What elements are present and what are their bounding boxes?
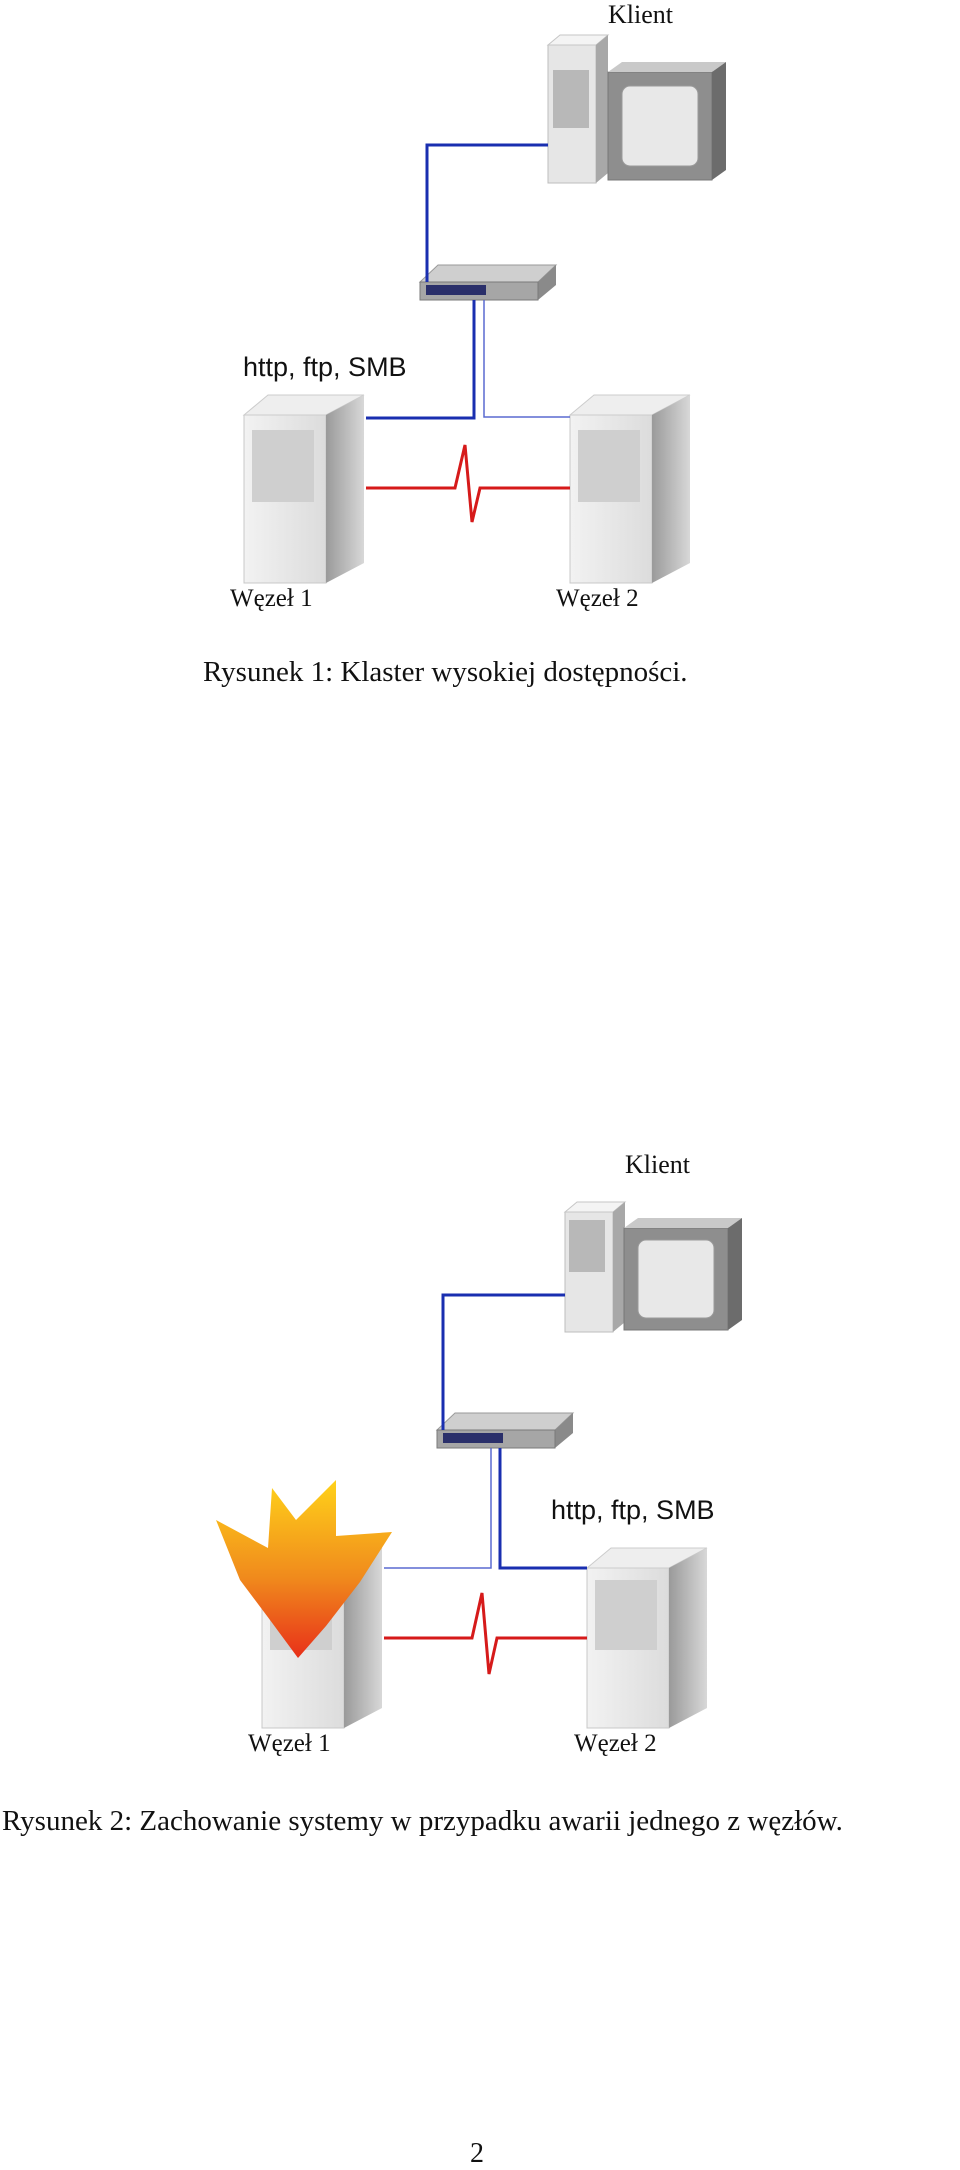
switch-node1-link [366, 300, 476, 420]
figure-1-diagram [242, 34, 726, 584]
heartbeat-link [384, 1592, 587, 1675]
node-1-label: Węzeł 1 [248, 1730, 331, 1757]
client-label: Klient [625, 1150, 690, 1179]
switch-node2-link [483, 300, 570, 418]
client-switch-link [441, 1293, 565, 1430]
client-label: Klient [608, 0, 673, 29]
figure-2-diagram [216, 1201, 742, 1729]
node-1-label: Węzeł 1 [230, 585, 313, 612]
figure-1-caption: Rysunek 1: Klaster wysokiej dostępności. [203, 656, 688, 688]
network-switch-icon [435, 1412, 575, 1449]
figure-2-caption: Rysunek 2: Zachowanie systemy w przypadk… [2, 1805, 843, 1837]
server-node-1-icon [242, 394, 365, 584]
switch-node1-link [384, 1448, 492, 1569]
page-number: 2 [470, 2138, 484, 2169]
client-switch-link [425, 143, 548, 282]
server-node-2-icon [585, 1547, 708, 1729]
figure-2: Klient http, ftp, SMB Węzeł 1 Węzeł 2 [0, 1150, 960, 1790]
node-2-label: Węzeł 2 [574, 1730, 657, 1757]
client-computer-icon [546, 34, 726, 184]
node-2-label: Węzeł 2 [556, 585, 639, 612]
client-computer-icon [563, 1201, 742, 1333]
protocols-label: http, ftp, SMB [551, 1495, 715, 1525]
heartbeat-link [366, 444, 570, 523]
switch-node2-link [498, 1448, 587, 1570]
figure-1: Klient http, ftp, SMB Węzeł 1 Węzeł 2 [0, 0, 960, 640]
network-switch-icon [418, 264, 558, 301]
fire-icon [216, 1480, 392, 1658]
server-node-2-icon [568, 394, 691, 584]
protocols-label: http, ftp, SMB [243, 352, 407, 382]
